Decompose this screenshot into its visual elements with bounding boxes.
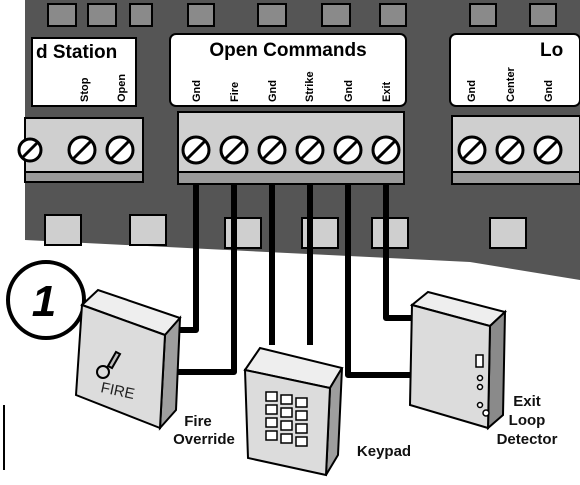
term-label-center: Center — [505, 66, 517, 102]
fire-face-text: FIRE — [99, 379, 136, 403]
term-label-fire: Fire — [229, 82, 241, 102]
exit-label-line1: Exit — [513, 393, 541, 410]
term-label-strike: Strike — [304, 71, 316, 102]
wire-fire-1 — [178, 184, 199, 333]
step-number: 1 — [32, 277, 56, 326]
fire-override-device: FIRE — [74, 288, 182, 431]
header-plate-left — [31, 37, 137, 107]
header-plates — [31, 33, 580, 107]
term-label-open: Open — [116, 74, 128, 102]
screws — [17, 135, 563, 165]
header-center: Open Commands — [209, 40, 366, 61]
screw-open — [105, 135, 135, 165]
screw-gnd-2 — [257, 135, 287, 165]
screw-strike — [295, 135, 325, 165]
wires — [178, 184, 412, 378]
keypad-device — [243, 346, 344, 477]
term-label-gnd-3: Gnd — [343, 80, 355, 102]
header-plate-center — [169, 33, 407, 107]
fire-label-line1: Fire — [184, 413, 212, 430]
screw-gnd-5 — [533, 135, 563, 165]
screw-stop — [67, 135, 97, 165]
terminal-block-center — [177, 111, 405, 185]
step-badge: 1 — [6, 260, 86, 340]
screw-center — [495, 135, 525, 165]
exit-loop-detector-device — [408, 290, 508, 431]
terminal-labels: Stop Open Gnd Fire Gnd Strike Gnd Exit G… — [79, 66, 555, 102]
wire-exit-1 — [345, 184, 412, 378]
screw-exit — [371, 135, 401, 165]
exit-label-line3: Detector — [497, 431, 558, 448]
term-label-exit: Exit — [381, 81, 393, 102]
term-label-gnd-4: Gnd — [466, 80, 478, 102]
header-left: d Station — [36, 42, 117, 63]
term-label-stop: Stop — [79, 77, 91, 102]
wire-exit-2 — [383, 184, 412, 321]
term-label-gnd-5: Gnd — [543, 80, 555, 102]
relay-row-top — [47, 3, 557, 27]
term-label-gnd-1: Gnd — [191, 80, 203, 102]
screw-fire — [219, 135, 249, 165]
screw-gnd-3 — [333, 135, 363, 165]
key-switch-icon — [96, 350, 122, 379]
screw-partial-left — [17, 137, 43, 163]
header-right: Lo — [540, 40, 563, 61]
detector-indicators — [475, 354, 490, 417]
keypad-buttons — [265, 391, 308, 447]
screw-gnd-1 — [181, 135, 211, 165]
fire-label-line2: Override — [173, 431, 235, 448]
wire-fire-2 — [178, 184, 237, 375]
term-label-gnd-2: Gnd — [267, 80, 279, 102]
header-plate-right — [449, 33, 580, 107]
exit-label-line2: Loop — [509, 412, 546, 429]
screw-gnd-4 — [457, 135, 487, 165]
keypad-label: Keypad — [357, 443, 411, 460]
